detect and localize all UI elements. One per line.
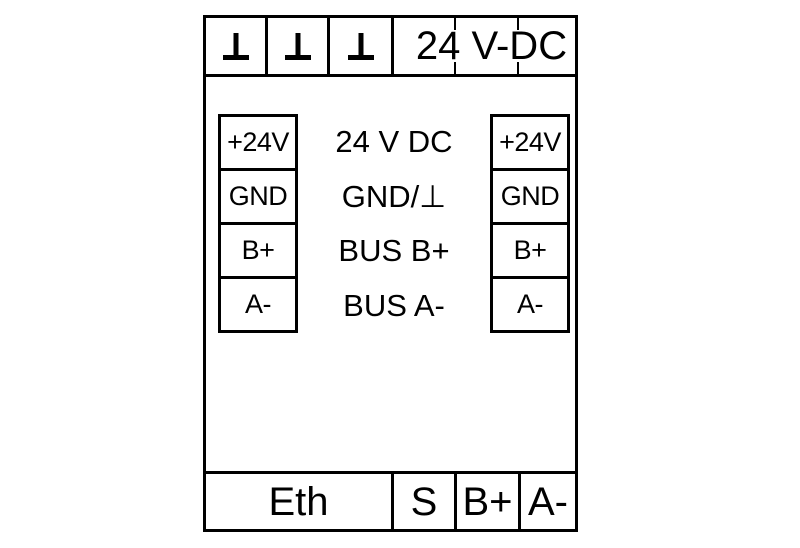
eth-cell: Eth <box>206 474 394 529</box>
power-supply-cell: 24 V-DC <box>394 18 575 74</box>
center-label-bus-bplus: BUS B+ <box>338 233 450 269</box>
s-cell: S <box>394 474 457 529</box>
terminal-block-left: +24V GND B+ A- <box>218 114 298 333</box>
terminal-cell-right-aminus: A- <box>517 289 544 319</box>
center-label-column: 24 V DC GND/⊥ BUS B+ BUS A- <box>298 114 490 333</box>
center-label-24vdc: 24 V DC <box>335 123 453 159</box>
ground-icon-base <box>284 54 311 60</box>
top-terminal-row: 24 V-DC <box>206 18 575 77</box>
ground-icon-base <box>347 54 374 60</box>
ground-icon <box>284 32 311 60</box>
bottom-terminal-row: Eth S B+ A- <box>206 471 575 529</box>
device-outline: 24 V-DC +24V GND B+ A- 24 V DC GND/⊥ BUS… <box>203 15 578 532</box>
terminal-cell-right-bplus: B+ <box>493 225 567 279</box>
terminal-cell-left-aminus: A- <box>245 289 272 319</box>
device-body: +24V GND B+ A- 24 V DC GND/⊥ BUS B+ BUS … <box>206 77 575 471</box>
power-supply-label: 24 V-DC <box>415 24 568 68</box>
dashed-divider <box>517 18 519 74</box>
ground-icon-base <box>222 54 249 60</box>
bplus-cell: B+ <box>457 474 521 529</box>
ground-terminal-cell-3 <box>330 18 394 74</box>
terminal-cell-left-24v: +24V <box>221 117 295 171</box>
ground-terminal-cell-2 <box>268 18 330 74</box>
center-label-bus-aminus: BUS A- <box>343 288 445 324</box>
center-label-gnd: GND/⊥ <box>341 178 447 214</box>
ground-terminal-cell-1 <box>206 18 268 74</box>
terminal-cell-right-gnd: GND <box>493 171 567 225</box>
ground-icon-stem <box>358 32 363 56</box>
ground-icon-stem <box>295 32 300 56</box>
terminal-cell-left-gnd: GND <box>221 171 295 225</box>
ground-icon <box>222 32 249 60</box>
terminal-block-right: +24V GND B+ A- <box>490 114 570 333</box>
ground-icon-stem <box>233 32 238 56</box>
dashed-divider <box>454 18 456 74</box>
ground-icon <box>347 32 374 60</box>
terminal-cell-right-24v: +24V <box>493 117 567 171</box>
terminal-cell-left-bplus: B+ <box>221 225 295 279</box>
aminus-cell: A- <box>528 479 568 524</box>
